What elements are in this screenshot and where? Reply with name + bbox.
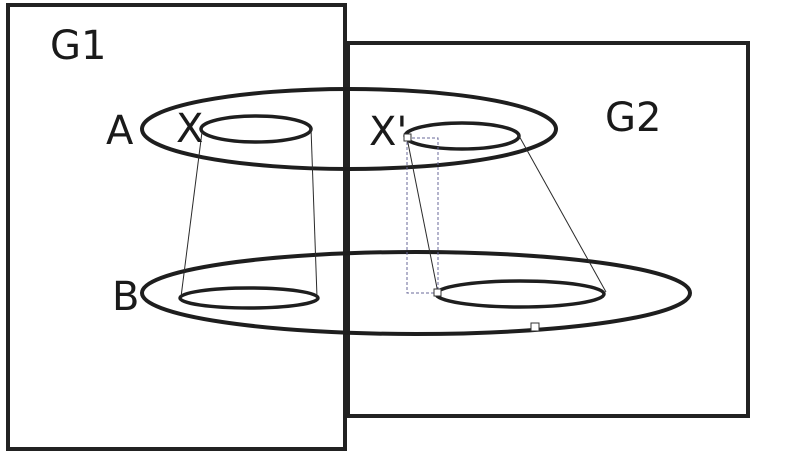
label-x: X bbox=[176, 106, 203, 152]
subset-x-ellipse[interactable] bbox=[199, 114, 313, 144]
projection-line-x-left bbox=[180, 131, 203, 298]
image-x-ellipse[interactable] bbox=[178, 286, 320, 310]
set-b-ellipse[interactable] bbox=[140, 250, 692, 336]
projection-line-x-prime-left[interactable] bbox=[406, 137, 439, 294]
projection-line-x-prime-right bbox=[517, 133, 607, 293]
image-x-prime-ellipse[interactable] bbox=[434, 279, 606, 309]
selection-handle-bottom[interactable] bbox=[433, 288, 442, 297]
label-g2: G2 bbox=[605, 95, 661, 141]
selection-handle-top[interactable] bbox=[403, 133, 412, 142]
label-b: B bbox=[112, 274, 139, 320]
g2-frame[interactable] bbox=[346, 41, 750, 418]
g1-frame[interactable] bbox=[6, 3, 347, 451]
projection-line-x-right bbox=[310, 127, 318, 298]
subset-x-prime-ellipse[interactable] bbox=[403, 121, 521, 151]
label-a: A bbox=[106, 108, 134, 154]
ellipse-b-control-handle[interactable] bbox=[530, 322, 540, 332]
label-x-prime: X' bbox=[369, 109, 407, 155]
selection-bounding-box bbox=[406, 137, 439, 294]
label-g1: G1 bbox=[50, 23, 106, 69]
set-a-ellipse[interactable] bbox=[140, 87, 558, 171]
